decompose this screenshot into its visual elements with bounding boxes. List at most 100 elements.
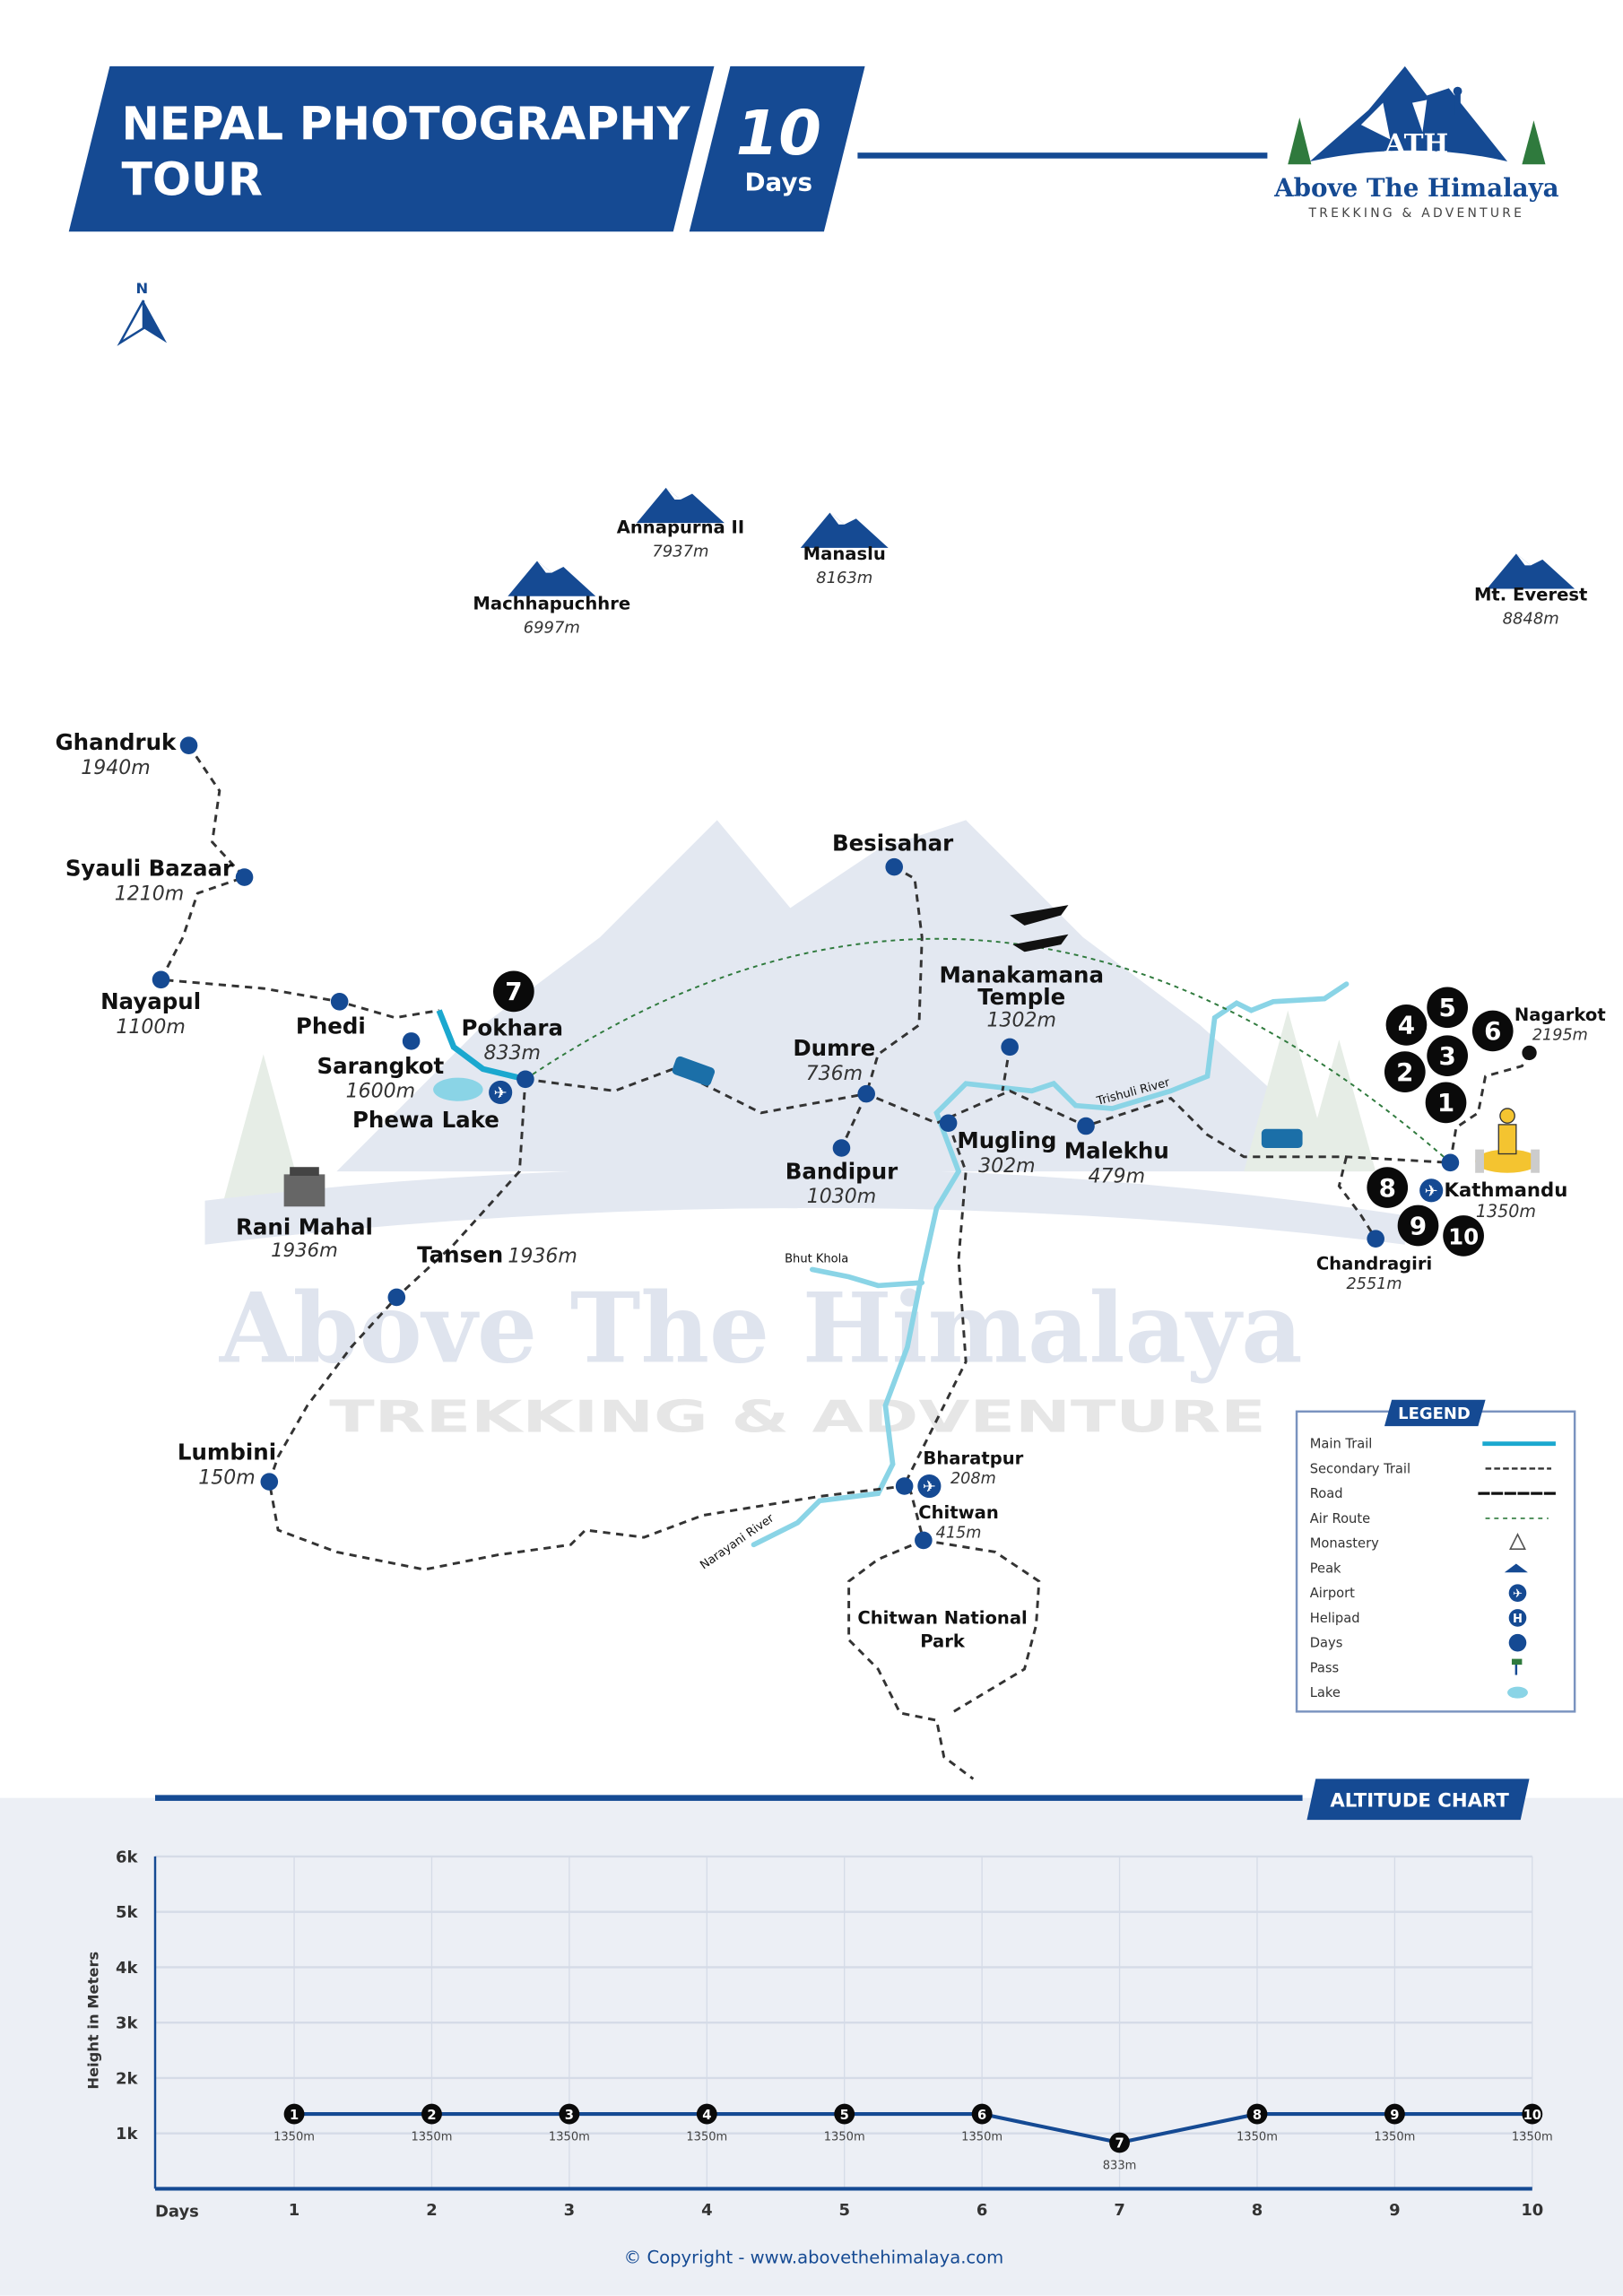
day-dot-icon[interactable]: [1522, 1045, 1537, 1061]
day-marker-6[interactable]: 6: [1471, 1010, 1514, 1052]
day-dot-icon[interactable]: [235, 868, 254, 886]
day-dot-icon[interactable]: [832, 1139, 851, 1157]
peak-name: Manaslu: [803, 544, 886, 564]
legend-item-peak: Peak: [1310, 1561, 1528, 1576]
point-day-label: 8: [1253, 2108, 1262, 2123]
day-dot-icon[interactable]: [895, 1477, 914, 1495]
park-name-line1: Chitwan National: [857, 1607, 1027, 1628]
day-number: 9: [1410, 1211, 1427, 1240]
place-altitude: 1100m: [116, 1016, 185, 1039]
palace-icon: [283, 1167, 325, 1207]
place-altitude: 1030m: [807, 1186, 876, 1208]
day-marker-7[interactable]: 7: [493, 970, 534, 1013]
day-dot-icon[interactable]: [1441, 1153, 1460, 1172]
day-dot-icon[interactable]: [1001, 1038, 1019, 1057]
point-value-label: 1350m: [412, 2130, 453, 2144]
day-dot-icon[interactable]: [1367, 1230, 1384, 1248]
place-name: Chitwan: [918, 1502, 999, 1523]
day-number: 4: [1398, 1011, 1415, 1040]
legend-label: Helipad: [1310, 1611, 1360, 1626]
place-altitude: 2195m: [1532, 1027, 1588, 1045]
altitude-point-day-3: [559, 2103, 580, 2125]
svg-text:✈: ✈: [494, 1084, 508, 1103]
legend-item-air-route: Air Route: [1310, 1511, 1549, 1526]
day-dot-icon[interactable]: [152, 970, 170, 989]
day-dot-icon[interactable]: [330, 992, 349, 1011]
x-tick-label: 2: [426, 2201, 437, 2220]
place-name: Sarangkot: [317, 1053, 444, 1079]
day-dot-icon[interactable]: [516, 1070, 534, 1089]
day-dot-icon[interactable]: [402, 1032, 421, 1050]
point-value-label: 1350m: [1512, 2130, 1553, 2144]
logo-tagline: TREKKING & ADVENTURE: [1308, 206, 1525, 221]
day-dot-icon[interactable]: [260, 1473, 279, 1491]
day-dot-icon: [1508, 1633, 1527, 1652]
y-tick-label: 4k: [116, 1959, 138, 1978]
legend-label: Peak: [1310, 1561, 1341, 1576]
day-marker-1[interactable]: 1: [1425, 1082, 1467, 1124]
stupa-icon: [1475, 1108, 1540, 1173]
legend-label: Secondary Trail: [1310, 1461, 1410, 1476]
lake-icon: [433, 1077, 483, 1101]
altitude-point-day-6: [971, 2103, 993, 2125]
peak-name: Machhapuchhre: [473, 593, 630, 613]
place-name: Phedi: [296, 1013, 366, 1039]
day-dot-icon[interactable]: [885, 857, 904, 876]
x-axis-label: Days: [155, 2202, 199, 2221]
day-marker-9[interactable]: 9: [1397, 1205, 1439, 1247]
bus-icon: [1261, 1128, 1303, 1148]
day-marker-10[interactable]: 10: [1443, 1215, 1484, 1257]
day-dot-icon[interactable]: [939, 1114, 958, 1133]
place-besisahar[interactable]: Besisahar: [832, 831, 953, 876]
day-dot-icon[interactable]: [179, 736, 198, 754]
tour-title-line1: NEPAL PHOTOGRAPHY: [121, 97, 690, 150]
x-tick-label: 4: [701, 2201, 712, 2220]
day-number: 5: [1438, 993, 1455, 1022]
day-marker-4[interactable]: 4: [1385, 1004, 1428, 1046]
place-altitude: 150m: [198, 1467, 255, 1490]
legend-label: Airport: [1310, 1586, 1355, 1601]
legend-label: Pass: [1310, 1660, 1339, 1675]
day-dot-icon[interactable]: [857, 1084, 875, 1103]
point-day-label: 5: [840, 2108, 849, 2123]
day-dot-icon[interactable]: [1077, 1117, 1095, 1135]
legend-item-monastery: Monastery: [1310, 1533, 1526, 1552]
lake-icon: [1507, 1686, 1528, 1699]
x-tick-label: 10: [1521, 2201, 1543, 2220]
place-name: Bharatpur: [923, 1448, 1023, 1469]
day-dot-icon[interactable]: [915, 1531, 933, 1550]
point-day-label: 3: [565, 2108, 574, 2123]
place-name: Mugling: [957, 1127, 1056, 1153]
peak-altitude: 8848m: [1503, 610, 1559, 629]
day-marker-3[interactable]: 3: [1427, 1035, 1468, 1077]
day-marker-8[interactable]: 8: [1367, 1167, 1409, 1208]
day-marker-5[interactable]: 5: [1427, 987, 1468, 1029]
place-phedi[interactable]: Phedi: [296, 992, 366, 1039]
header-rule: [857, 152, 1268, 159]
y-tick-label: 5k: [116, 1903, 138, 1922]
day-marker-2[interactable]: 2: [1384, 1051, 1426, 1092]
watermark-name: Above The Himalaya: [219, 1272, 1303, 1385]
place-name: Kathmandu: [1445, 1179, 1568, 1202]
place-name: Besisahar: [832, 831, 953, 857]
place-name: Syauli Bazaar: [65, 855, 233, 881]
day-dot-icon[interactable]: [387, 1288, 406, 1307]
